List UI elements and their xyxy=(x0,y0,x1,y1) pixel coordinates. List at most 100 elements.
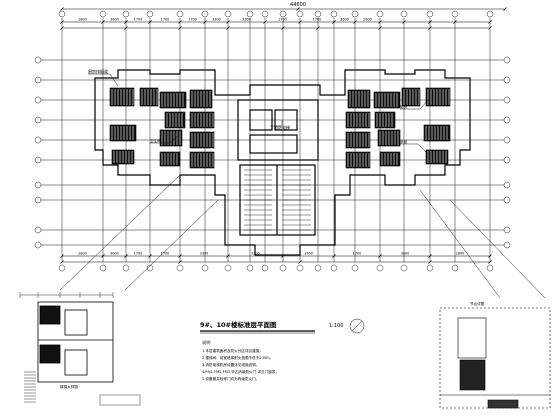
dim-top-2-tick xyxy=(378,26,382,30)
axis-bubble-right xyxy=(503,136,511,144)
axis-bubble-bottom xyxy=(246,264,254,272)
dim-top-2-tick xyxy=(316,26,320,30)
dim-top-tick xyxy=(353,20,357,24)
dim-top-tick xyxy=(124,20,128,24)
axis-bubble-left xyxy=(34,241,42,249)
scale-label: 1:100 xyxy=(329,323,343,329)
note-line-1: 1.本层建筑面积及防火分区详见建施。 xyxy=(202,348,263,353)
room-tag-2: 厨房 xyxy=(400,104,408,109)
axis-bubble-bottom xyxy=(314,264,322,272)
axis-bubble-top xyxy=(146,10,154,18)
dim-top-2-tick xyxy=(226,26,230,30)
dim-bottom-tick xyxy=(178,254,182,258)
dim-bottom-2-tick xyxy=(428,260,432,264)
dim-bottom-text: 1700 xyxy=(161,252,170,256)
node-label-box xyxy=(487,399,519,409)
north-arrow-circle xyxy=(349,318,365,334)
hatched-room xyxy=(189,151,215,169)
dim-top-text: 3300 xyxy=(212,18,221,22)
dim-top-tick xyxy=(203,20,207,24)
hatched-room xyxy=(423,124,451,142)
dim-bottom-2-tick xyxy=(178,260,182,264)
left-tag: 厨房排烟道 xyxy=(88,68,108,74)
axis-bubble-left xyxy=(34,196,42,204)
dim-top-text: 1700 xyxy=(313,18,322,22)
node-detail-frame xyxy=(439,307,551,409)
elevator-shaft-1 xyxy=(249,109,273,131)
hatched-room xyxy=(425,87,451,107)
dim-top-text: 2800 xyxy=(78,18,87,22)
axis-bubble-top xyxy=(122,10,130,18)
axis-bubble-bottom xyxy=(451,264,459,272)
axis-bubble-top xyxy=(400,10,408,18)
dim-bottom-text: 3600 xyxy=(401,252,410,256)
axis-bubble-top xyxy=(376,10,384,18)
detail-room xyxy=(64,309,88,336)
axis-bubble-top xyxy=(426,10,434,18)
axis-bubble-left xyxy=(34,226,42,234)
leader-room-1 xyxy=(150,135,179,144)
dim-top-tick xyxy=(148,20,152,24)
dim-top-text: 2800 xyxy=(363,18,372,22)
elevator-lobby xyxy=(249,134,298,154)
room-tag-3: 卧室 xyxy=(400,139,408,144)
hatched-room xyxy=(401,87,421,107)
callout-left-1 xyxy=(59,174,181,291)
dim-top-2-tick xyxy=(60,26,64,30)
dim-bottom-text: 3600 xyxy=(110,252,119,256)
axis-bubble-top xyxy=(330,10,338,18)
axis-bubble-bottom xyxy=(201,264,209,272)
dim-bottom-tick xyxy=(428,254,432,258)
dim-top-text: 1700 xyxy=(161,18,170,22)
center-tag: 消防电梯 xyxy=(274,124,290,130)
hatched-room xyxy=(345,131,371,149)
axis-bubble-bottom xyxy=(351,264,359,272)
dim-bottom-2-tick xyxy=(60,260,64,264)
dim-top-tick xyxy=(378,20,382,24)
dim-top-2-tick xyxy=(124,26,128,30)
dim-bottom-text: 1700 xyxy=(353,252,362,256)
axis-bubble-left xyxy=(34,56,42,64)
axis-bubble-bottom xyxy=(146,264,154,272)
axis-bubble-top xyxy=(99,10,107,18)
dim-bottom-tick xyxy=(148,254,152,258)
axis-bubble-top xyxy=(314,10,322,18)
note-line-5: 5.设备管井检修门均为丙级防火门。 xyxy=(202,376,259,381)
axis-bubble-top xyxy=(224,10,232,18)
axis-bubble-bottom xyxy=(426,264,434,272)
axis-bubble-bottom xyxy=(279,264,287,272)
dim-bottom-tick xyxy=(332,254,336,258)
axis-bubble-bottom xyxy=(176,264,184,272)
axis-bubble-right xyxy=(503,116,511,124)
dim-bottom-text: 1700 xyxy=(304,252,313,256)
axis-bubble-top xyxy=(201,10,209,18)
dim-bottom-text: 2800 xyxy=(456,252,465,256)
dim-bottom-tick xyxy=(60,254,64,258)
detail-shaft-2 xyxy=(39,344,61,364)
building-walls xyxy=(94,69,471,256)
hatched-room xyxy=(139,87,159,107)
dim-bottom-tick xyxy=(488,254,492,258)
axis-bubble-right xyxy=(503,241,511,249)
hatched-room xyxy=(373,91,401,109)
stair-detail xyxy=(19,292,141,406)
hatched-room xyxy=(109,124,137,142)
axis-bubble-left xyxy=(34,76,42,84)
axis-bubble-top xyxy=(246,10,254,18)
dim-bottom-2-tick xyxy=(298,260,302,264)
dim-top-text: 1700 xyxy=(134,18,143,22)
dim-bottom-tick xyxy=(226,254,230,258)
hatched-room xyxy=(189,131,215,149)
notes-heading: 说明 xyxy=(202,339,210,346)
dim-top-tick xyxy=(178,20,182,24)
axis-bubble-left xyxy=(34,116,42,124)
axis-bubble-bottom xyxy=(330,264,338,272)
overall-width-label: 44600 xyxy=(290,2,306,8)
dim-overall-tick xyxy=(296,7,300,11)
detail-legend-box xyxy=(99,394,141,406)
elevator-shaft-2 xyxy=(274,109,298,131)
hatched-room xyxy=(159,91,187,109)
dim-top-tick xyxy=(226,20,230,24)
dim-bottom-2-tick xyxy=(488,260,492,264)
detail-frame xyxy=(37,301,114,383)
